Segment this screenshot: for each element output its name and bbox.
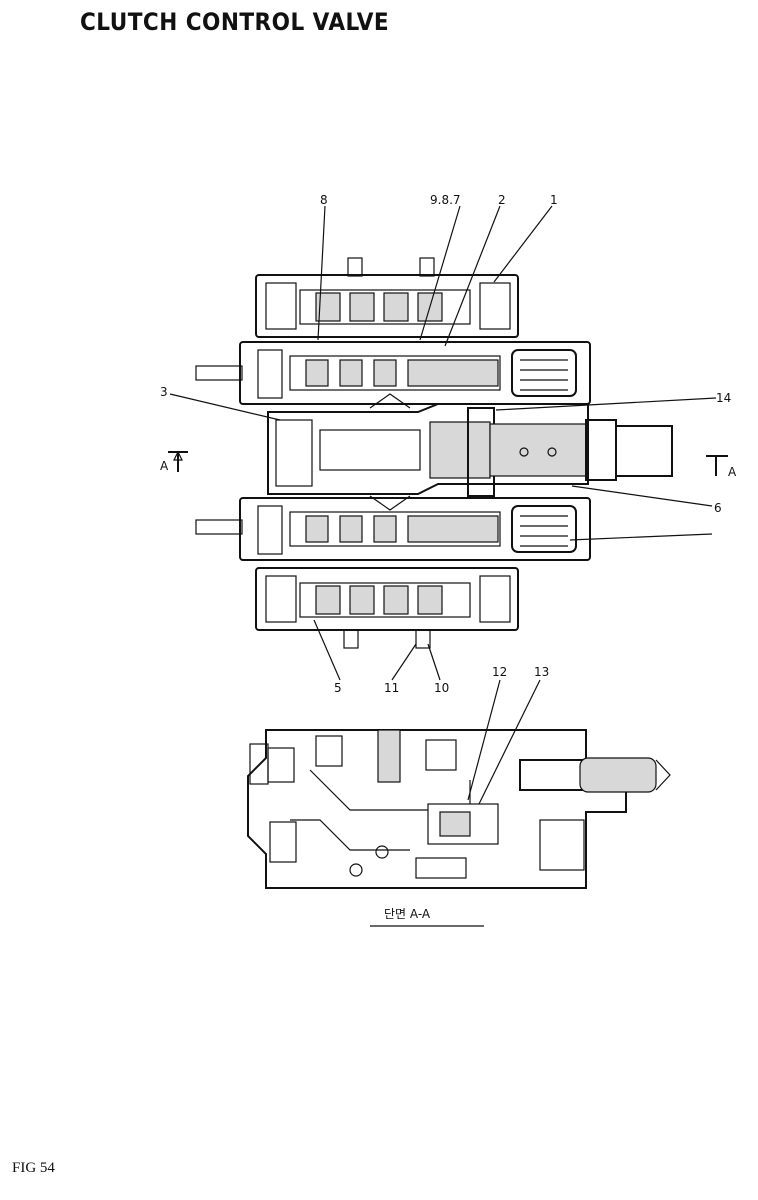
section-view (247, 729, 671, 889)
second-spool-body (195, 341, 591, 405)
callout-13: 13 (534, 665, 549, 679)
upper-spool-body (255, 257, 519, 338)
callout-5: 5 (334, 681, 342, 695)
callout-3: 3 (160, 385, 168, 399)
section-mark-left-label: A (160, 459, 169, 473)
section-mark-right: A (706, 455, 737, 479)
center-body (267, 393, 673, 511)
fourth-spool-body (195, 497, 591, 561)
callout-12: 12 (492, 665, 507, 679)
callout-14: 14 (716, 391, 731, 405)
lower-spool-body (255, 567, 519, 649)
callout-9-8-7: 9.8.7 (430, 193, 461, 207)
figure-label: FIG 54 (12, 1160, 55, 1176)
leader-lines (169, 205, 717, 807)
callout-1: 1 (550, 193, 558, 207)
callout-10: 10 (434, 681, 449, 695)
callout-11: 11 (384, 681, 399, 695)
callout-6: 6 (714, 501, 722, 515)
callout-8: 8 (320, 193, 328, 207)
section-mark-right-label: A (728, 465, 737, 479)
section-caption: 단면 A-A (384, 907, 431, 921)
page-title: CLUTCH CONTROL VALVE (80, 8, 390, 36)
section-mark-left: A (160, 450, 188, 473)
callout-2: 2 (498, 193, 506, 207)
